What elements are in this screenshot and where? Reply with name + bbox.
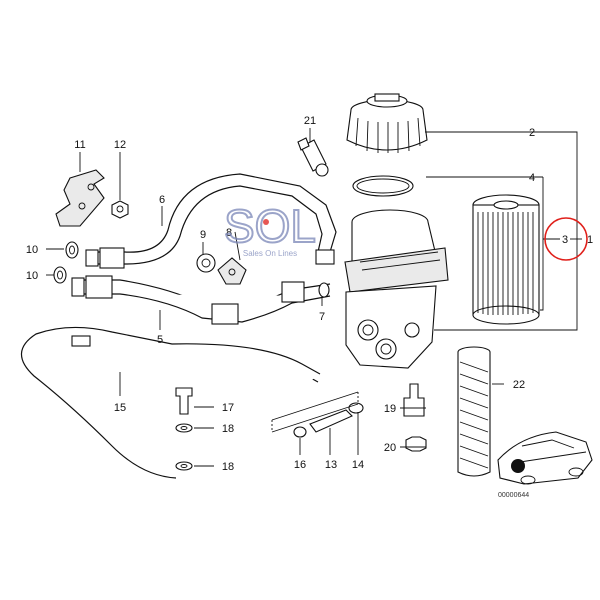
banjo-bolt bbox=[175, 387, 193, 415]
label-part-13: 13 bbox=[325, 459, 337, 471]
label-part-16: 16 bbox=[294, 459, 306, 471]
drawing-number: 00000644 bbox=[498, 492, 529, 499]
label-part-18-lower: 18 bbox=[222, 461, 234, 473]
mount-nut bbox=[405, 436, 427, 452]
hollow-bolt bbox=[309, 409, 353, 433]
washer-18-upper bbox=[175, 423, 193, 433]
stud-bolt bbox=[403, 383, 425, 417]
label-part-21: 21 bbox=[304, 115, 316, 127]
label-part-22: 22 bbox=[513, 379, 525, 391]
label-part-20: 20 bbox=[384, 442, 396, 454]
label-part-18-upper: 18 bbox=[222, 423, 234, 435]
label-part-12: 12 bbox=[114, 139, 126, 151]
washer-7 bbox=[318, 282, 330, 298]
washer-upper bbox=[65, 241, 79, 259]
nut bbox=[111, 200, 129, 219]
washer-lower bbox=[53, 266, 67, 284]
filter-housing bbox=[344, 209, 449, 369]
watermark-tagline: Sales On Lines bbox=[243, 249, 297, 258]
label-part-14: 14 bbox=[352, 459, 364, 471]
filter-insert bbox=[457, 346, 491, 477]
oil-sensor bbox=[297, 137, 329, 177]
label-part-1: 1 bbox=[587, 234, 593, 246]
hose-bracket bbox=[55, 169, 105, 227]
label-part-10-lower: 10 bbox=[26, 270, 38, 282]
label-part-17: 17 bbox=[222, 402, 234, 414]
highlight-circle bbox=[544, 217, 588, 261]
car-locator-inset bbox=[497, 431, 593, 485]
sol-watermark-logo: SOL Sales On Lines bbox=[223, 199, 317, 258]
label-part-7: 7 bbox=[319, 311, 325, 323]
grommet bbox=[196, 253, 216, 273]
part-labels: 1 2 3 4 5 6 7 8 9 10 10 11 12 13 14 15 1… bbox=[26, 115, 593, 473]
label-part-19: 19 bbox=[384, 403, 396, 415]
label-part-3: 3 bbox=[562, 234, 568, 246]
label-part-2: 2 bbox=[529, 127, 535, 139]
label-part-6: 6 bbox=[159, 194, 165, 206]
label-part-5: 5 bbox=[157, 334, 163, 346]
label-part-9: 9 bbox=[200, 229, 206, 241]
washer-18-lower bbox=[175, 461, 193, 471]
label-part-15: 15 bbox=[114, 402, 126, 414]
label-part-11: 11 bbox=[74, 139, 85, 151]
label-part-10-upper: 10 bbox=[26, 244, 38, 256]
leader-lines bbox=[46, 128, 578, 467]
hose-clip bbox=[293, 426, 307, 438]
filter-cap bbox=[346, 93, 428, 153]
watermark-logo-text: SOL bbox=[224, 200, 316, 252]
o-ring bbox=[352, 175, 414, 197]
label-part-8: 8 bbox=[226, 227, 232, 239]
label-part-4: 4 bbox=[529, 172, 535, 184]
filter-element bbox=[472, 194, 540, 325]
clamp-plate bbox=[217, 257, 247, 285]
